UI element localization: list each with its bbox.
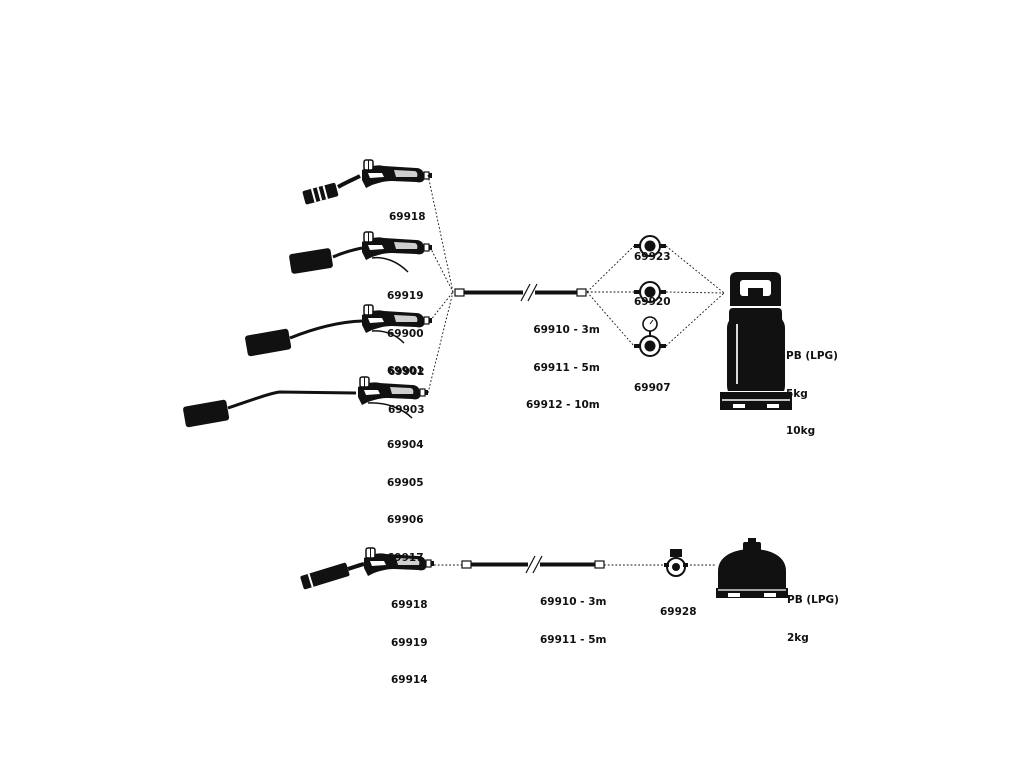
product-code: 69912 - 10m [526,399,600,411]
regulator-label-69907: 69907 [634,357,671,407]
hose-main-label: 69910 - 3m 69911 - 5m 69912 - 10m [526,299,600,424]
torch-label-2: 69919 69900 69901 [387,265,424,390]
product-code: 69903 [388,403,425,416]
torch-69919 [289,231,433,274]
cylinder-size: 2kg [787,631,809,644]
product-code: 69920 [634,296,671,308]
product-code: 69911 - 5m [533,361,600,374]
regulator-label-69920: 69920 [634,271,671,321]
product-code: 69917 [387,551,424,564]
regulator-label-69923: 69923 [634,226,671,276]
product-code: 69928 [660,606,697,618]
product-code: 69906 [387,514,424,526]
connector-lines-torches [427,174,454,394]
bottom-hose-label: 69910 - 3m 69911 - 5m [540,571,606,659]
product-code: 69911 - 5m [540,633,607,646]
hose-main [454,283,587,302]
torch-label-4: 69904 69905 69906 69917 [387,414,424,577]
bottom-regulator-label: 69928 [660,581,697,631]
product-code: 69910 - 3m [540,596,607,608]
hose-bottom [461,555,605,574]
product-code: 69910 - 3m [533,324,600,336]
regulator-69928 [664,549,688,577]
torch-label-3: 69902 69903 [388,341,425,429]
product-code: 69907 [634,382,671,394]
product-code: 69901 [387,365,424,377]
product-code: 69905 [387,476,424,489]
torch-label-1: 69918 [389,186,426,236]
cylinder-size: 10kg [786,425,816,437]
torch-69902 [245,304,433,357]
product-code: 69918 [389,211,426,223]
product-code: 69914 [391,674,428,686]
regulator-69907 [633,316,667,357]
product-code: 69902 [388,366,425,378]
torch-bottom [300,547,435,590]
connector-lines-regulators [586,245,725,347]
bottom-torch-label: 69918 69919 69914 [391,574,428,699]
product-code: 69900 [387,327,424,340]
torch-69918 [302,159,433,205]
cylinder-small-label: PB (LPG) 2kg [787,569,839,657]
product-code: 69919 [387,290,424,302]
torch-69904 [183,376,429,428]
product-code: 69923 [634,251,671,263]
cylinder-large-label: PB (LPG) 5kg 10kg [786,325,838,450]
cylinder-gas-type: PB (LPG) [787,594,839,606]
product-code: 69904 [387,439,424,451]
product-code: 69918 [391,599,428,611]
cylinder-size: 5kg [786,387,808,400]
cylinder-small [716,538,788,598]
cylinder-large [720,272,792,410]
product-code: 69919 [391,636,428,649]
cylinder-gas-type: PB (LPG) [786,350,838,362]
